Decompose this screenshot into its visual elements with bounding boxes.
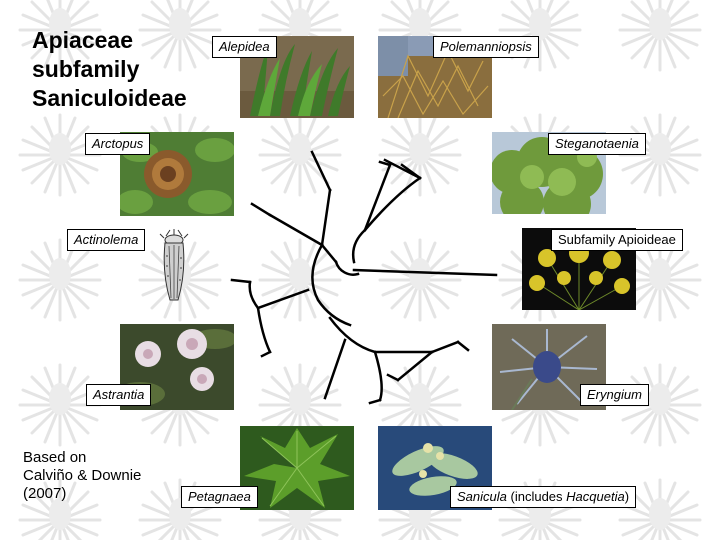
branch-actinolema (230, 278, 252, 284)
credit-line-1: Based on (23, 449, 87, 466)
label-actinolema: Actinolema (67, 229, 146, 251)
astrantia-photo (120, 324, 234, 410)
source-citation: Based on Calviño & Downie (2007) (23, 449, 141, 503)
label-apioideae: Subfamily Apioideae (551, 229, 683, 251)
page-title: Apiaceae subfamily Saniculoideae (32, 26, 187, 113)
label-arctopus-text: Arctopus (92, 136, 144, 151)
label-eryngium: Eryngium (580, 384, 649, 406)
label-petagnaea-text: Petagnaea (188, 489, 251, 504)
credit-line-2: Calviño & Downie (23, 467, 142, 484)
branch-stegan-tip (383, 158, 422, 180)
actinolema-illustration (156, 228, 192, 304)
branch-apioideae (352, 268, 498, 277)
label-petagnaea: Petagnaea (181, 486, 258, 508)
branch-arctopus (268, 213, 324, 247)
label-astrantia-text: Astrantia (93, 387, 145, 402)
branch-eryngium-node (396, 350, 434, 382)
label-sanicula-close: ) (624, 489, 630, 504)
label-sanicula-genus: Sanicula (457, 489, 507, 504)
label-actinolema-text: Actinolema (74, 232, 139, 247)
label-arctopus: Arctopus (85, 133, 151, 155)
node-steganotaenia (351, 228, 367, 264)
label-sanicula-includes: (includes (510, 489, 563, 504)
branch-alepidea (320, 188, 332, 247)
node-actinolema-astrantia (256, 288, 310, 310)
petagnaea-photo (240, 426, 354, 510)
title-line-3: Saniculoideae (32, 85, 187, 111)
branch-steganotaenia (363, 176, 422, 232)
alepidea-photo (240, 36, 354, 118)
node-sanicula-eryngium (373, 350, 383, 402)
branch-eryngium (430, 340, 460, 354)
label-apioideae-text: Subfamily Apioideae (558, 232, 676, 247)
label-sanicula: Sanicula (includes Hacquetia) (450, 486, 637, 508)
title-line-2: subfamily (32, 56, 140, 82)
label-alepidea-text: Alepidea (219, 39, 270, 54)
label-polemanniopsis-text: Polemanniopsis (440, 39, 532, 54)
credit-line-3: (2007) (23, 485, 67, 502)
label-astrantia: Astrantia (86, 384, 152, 406)
node-ac-as (248, 280, 260, 310)
title-line-1: Apiaceae (32, 27, 134, 53)
node-saniculoideae (311, 243, 352, 327)
label-alepidea: Alepidea (212, 36, 277, 58)
node-root (334, 260, 360, 276)
label-steganotaenia-text: Steganotaenia (555, 136, 639, 151)
branch-astrantia (256, 306, 272, 354)
branch-sanicula (368, 398, 382, 405)
label-steganotaenia: Steganotaenia (548, 133, 646, 155)
label-sanicula-hacquetia: Hacquetia (566, 489, 625, 504)
label-eryngium-text: Eryngium (587, 387, 642, 402)
branch-polemanniopsis (363, 163, 392, 232)
label-polemanniopsis: Polemanniopsis (433, 36, 539, 58)
branch-petagnaea (323, 338, 347, 400)
